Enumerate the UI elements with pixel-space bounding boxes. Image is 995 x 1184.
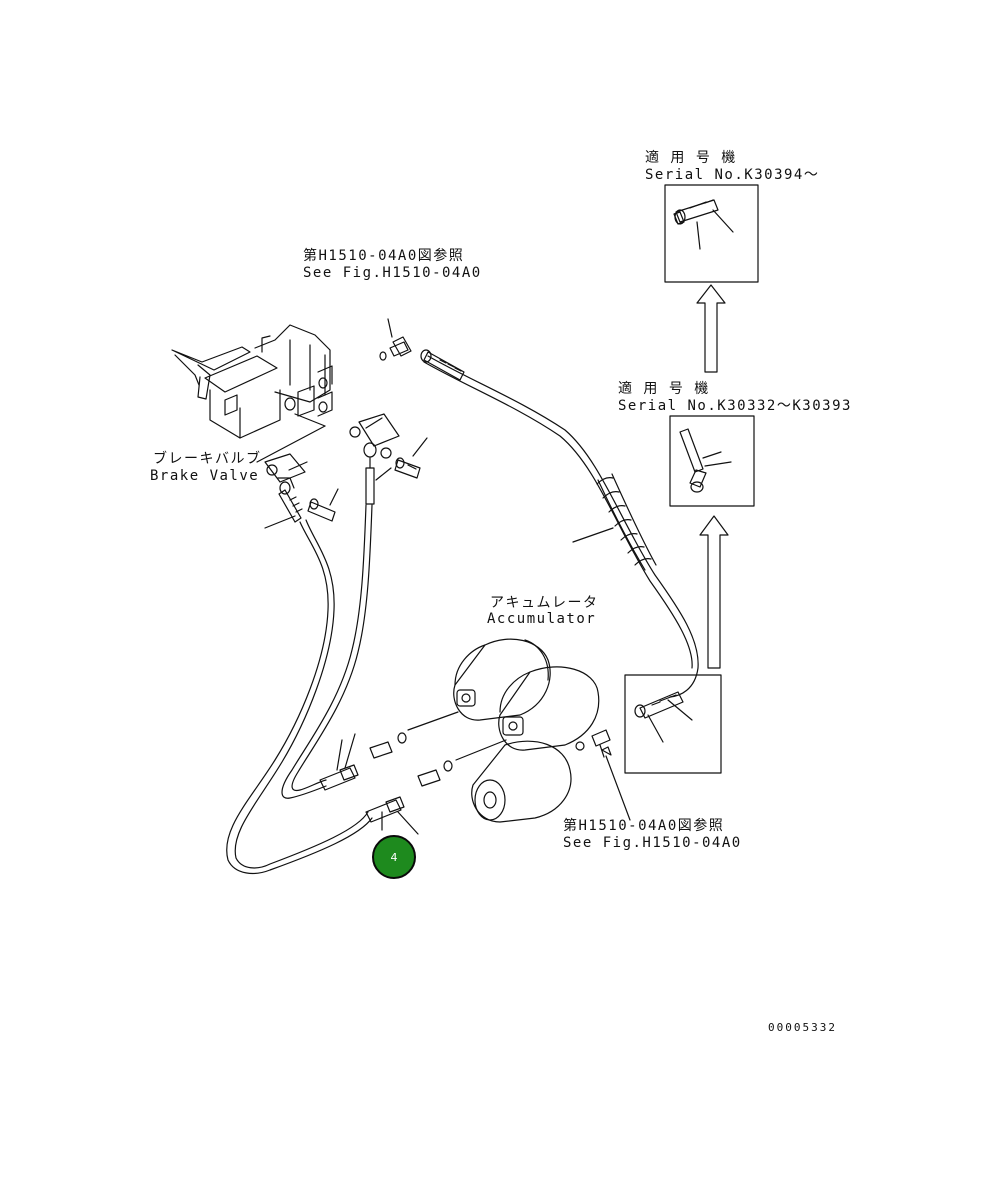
ref-top-jp-label: 第H1510-04A0図参照 [303, 248, 465, 264]
ref-bottom-jp-label: 第H1510-04A0図参照 [563, 818, 725, 834]
elbow-fitting-top [379, 318, 412, 361]
arrow-up-to-k30394 [696, 284, 726, 373]
accumulator-3 [471, 740, 572, 823]
brake-valve-en-label: Brake Valve [150, 468, 260, 484]
part-callout-number: 4 [390, 850, 398, 864]
hose-left-inner [281, 442, 392, 799]
part-callout-4[interactable]: 4 [372, 835, 416, 879]
serial-1-en-label: Serial No.K30394～ [645, 167, 820, 183]
serial-2-en-label: Serial No.K30332～K30393 [618, 398, 852, 414]
serial-2-jp-label: 適 用 号 機 [618, 381, 710, 397]
ref-bottom-en-label: See Fig.H1510-04A0 [563, 835, 742, 851]
washers-and-bolts [264, 413, 428, 522]
accumulator-1 [453, 638, 551, 721]
serial-1-jp-label: 適 用 号 機 [645, 150, 737, 166]
brake-valve-assembly [171, 324, 333, 463]
detail-box-serial-k30332 [669, 415, 755, 507]
accumulator-en-label: Accumulator [487, 611, 597, 627]
drawing-number: 00005332 [768, 1021, 837, 1034]
detail-box-standard [624, 674, 722, 774]
hose-main-long [420, 349, 699, 698]
arrow-up-to-k30332 [699, 515, 729, 669]
ref-top-en-label: See Fig.H1510-04A0 [303, 265, 482, 281]
accumulator-jp-label: アキュムレータ [490, 595, 599, 611]
brake-valve-jp-label: ブレーキバルブ [153, 451, 262, 467]
accumulator-fittings [319, 711, 631, 835]
detail-box-serial-k30394 [664, 184, 759, 283]
accumulator-2 [498, 666, 600, 751]
